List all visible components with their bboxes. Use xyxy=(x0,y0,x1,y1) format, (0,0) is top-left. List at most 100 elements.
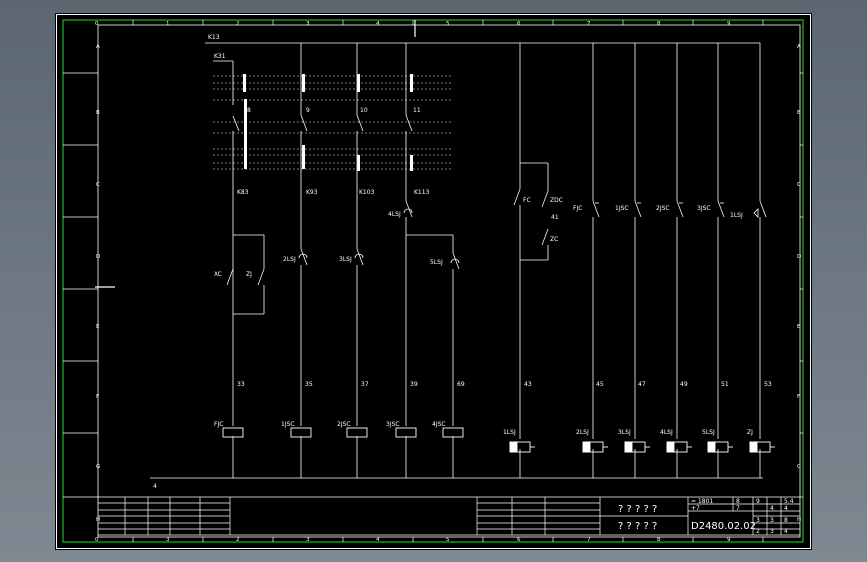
schematic-diagram: 0 1 2 3 4 5 6 7 8 9 0 3 2 3 4 5 6 7 8 9 … xyxy=(56,14,811,549)
label-zc: ZC xyxy=(550,236,558,243)
coil-2lsj xyxy=(582,441,608,453)
drawing-sheet: 0 1 2 3 4 5 6 7 8 9 0 3 2 3 4 5 6 7 8 9 … xyxy=(55,13,812,550)
wire-number: 69 xyxy=(457,381,465,388)
wire-number: 39 xyxy=(410,381,418,388)
right-coils xyxy=(509,441,775,453)
top-column-labels: 0 1 2 3 4 5 6 7 8 9 xyxy=(95,21,731,27)
title-cell: 8 xyxy=(736,498,740,505)
col-label: 6 xyxy=(517,537,521,543)
label-k93: K93 xyxy=(306,189,318,196)
bottom-column-labels: 0 3 2 3 4 5 6 7 8 9 xyxy=(95,537,731,543)
right-component-labels: FC ZDC 41 ZC FJC 1JSC 2JSC 3JSC 1LSJ xyxy=(523,197,743,243)
label-k13: K13 xyxy=(208,34,220,41)
title-cell: 5.4 xyxy=(784,498,794,505)
col-label: 8 xyxy=(657,537,661,543)
left-row-labels: A B C D E F G H xyxy=(96,44,100,523)
row-label: B xyxy=(797,110,801,116)
col-label: 9 xyxy=(727,537,731,543)
label-2jsc: 2JSC xyxy=(656,205,670,212)
label-k31: K31 xyxy=(214,53,226,60)
label-41: 41 xyxy=(551,214,559,221)
coil-label: 1JSC xyxy=(281,421,295,428)
label-k113: K113 xyxy=(414,189,430,196)
col-label: 4 xyxy=(376,537,380,543)
drawing-name-bottom: ? ? ? ? ? xyxy=(618,521,657,532)
wire-number: 33 xyxy=(237,381,245,388)
coil-label: 3JSC xyxy=(386,421,400,428)
label-fjc: FJC xyxy=(573,205,582,212)
bus-number: 4 xyxy=(153,483,157,490)
label-3lsj: 3LSJ xyxy=(339,256,352,263)
drawing-number: D2480.02.02 xyxy=(691,521,756,532)
title-cell: 7 xyxy=(736,505,740,512)
label-xc: XC xyxy=(214,271,222,278)
col-label: 4 xyxy=(376,21,380,27)
title-cell: 2 xyxy=(756,528,760,535)
row-label: C xyxy=(96,182,100,188)
title-cell: 9 xyxy=(756,498,760,505)
col-label: 7 xyxy=(587,21,591,27)
title-cell: 4 xyxy=(784,528,788,535)
coil-fjc xyxy=(222,427,244,438)
coil-label: ZJ xyxy=(747,429,753,436)
coil-3lsj xyxy=(624,441,650,453)
coil-label: 4JSC xyxy=(432,421,446,428)
green-border xyxy=(62,19,804,543)
col-label: 5 xyxy=(446,21,450,27)
row-label: A xyxy=(797,44,801,50)
right-row-labels: A B C D E F C H xyxy=(797,44,801,523)
label-8: 8 xyxy=(247,107,251,114)
col-label: 2 xyxy=(236,21,240,27)
left-coils xyxy=(222,427,464,438)
row-label: C xyxy=(797,464,801,470)
coil-4lsj xyxy=(666,441,692,453)
col-label: 0 xyxy=(95,21,99,27)
title-block xyxy=(98,496,800,536)
label-fc: FC xyxy=(523,197,531,204)
switch-contact-bars xyxy=(243,74,413,171)
wire-number: 45 xyxy=(596,381,604,388)
left-component-labels: K13 K31 8 9 10 11 K83 K93 K103 K113 4LSJ… xyxy=(208,34,443,278)
coil-3jsc xyxy=(395,427,417,438)
row-label: C xyxy=(797,182,801,188)
coil-label: FJC xyxy=(214,421,223,428)
label-zj: ZJ xyxy=(246,271,252,278)
wire-number: 37 xyxy=(361,381,369,388)
label-k83: K83 xyxy=(237,189,249,196)
title-cell: 8 xyxy=(784,517,788,524)
col-label: 5 xyxy=(446,537,450,543)
label-zdc: ZDC xyxy=(550,197,563,204)
title-block-text: ? ? ? ? ? ? ? ? ? ? = 1801 +7 D2480.02.0… xyxy=(618,498,794,535)
row-label: D xyxy=(96,254,100,260)
row-ticks xyxy=(63,72,803,498)
wire-number: 47 xyxy=(638,381,646,388)
row-label: D xyxy=(797,254,801,260)
label-2lsj: 2LSJ xyxy=(283,256,296,263)
col-label: 6 xyxy=(517,21,521,27)
inner-border xyxy=(97,24,801,538)
col-label: 1 xyxy=(166,21,170,27)
row-label: B xyxy=(96,110,100,116)
title-cell: 3 xyxy=(770,528,774,535)
coil-label: 2JSC xyxy=(337,421,351,428)
drawing-name-top: ? ? ? ? ? xyxy=(618,504,657,515)
row-label: H xyxy=(797,517,801,523)
title-code-mid: +7 xyxy=(691,505,700,512)
label-11: 11 xyxy=(413,107,421,114)
title-cell: 3 xyxy=(756,517,760,524)
coil-zj xyxy=(749,441,775,453)
circuit-wires xyxy=(150,42,767,479)
column-ticks xyxy=(132,20,764,542)
coil-2jsc xyxy=(346,427,368,438)
label-9: 9 xyxy=(306,107,310,114)
coil-label: 5LSJ xyxy=(702,429,715,436)
label-5lsj: 5LSJ xyxy=(430,259,443,266)
wire-number: 35 xyxy=(305,381,313,388)
row-label: A xyxy=(96,44,100,50)
title-cell: 3 xyxy=(770,517,774,524)
coil-labels: FJC 1JSC 2JSC 3JSC 4JSC 1LSJ 2LSJ 3LSJ 4… xyxy=(214,421,753,436)
col-label: 0 xyxy=(95,537,99,543)
col-label: 8 xyxy=(657,21,661,27)
col-label: 9 xyxy=(727,21,731,27)
wire-number: 51 xyxy=(721,381,729,388)
